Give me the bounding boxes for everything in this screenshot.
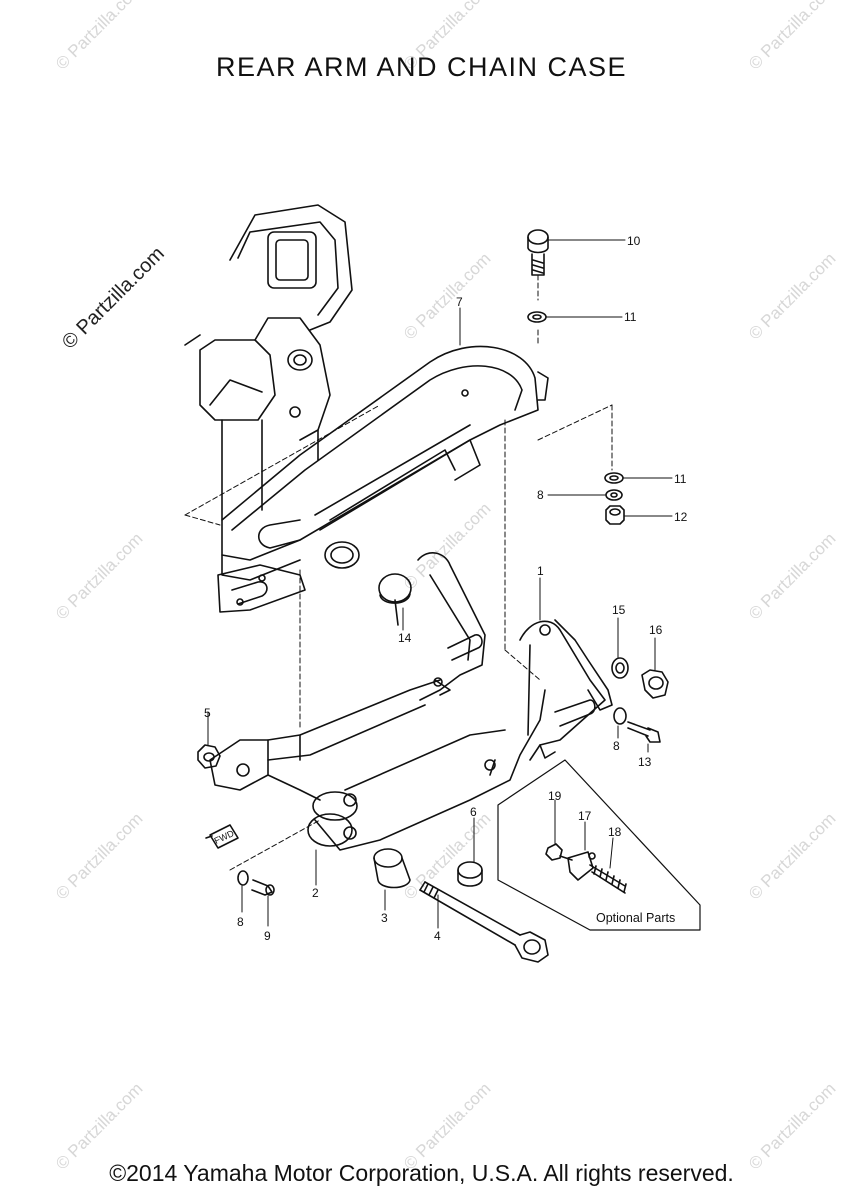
- collar-part: [373, 848, 411, 889]
- axle-nut-part: [197, 744, 221, 769]
- nut-stack: [604, 472, 625, 525]
- frame-outline: [184, 204, 353, 521]
- optional-parts-box: Optional Parts: [497, 759, 701, 931]
- callout-6: 6: [470, 805, 477, 819]
- callout-9: 9: [264, 929, 271, 943]
- copyright-footer: ©2014 Yamaha Motor Corporation, U.S.A. A…: [109, 1160, 734, 1186]
- callout-8: 8: [537, 488, 544, 502]
- cap-part: [457, 861, 483, 887]
- callout-18: 18: [608, 825, 622, 839]
- callout-4: 4: [434, 929, 441, 943]
- callout-15: 15: [612, 603, 626, 617]
- callout-10: 10: [627, 234, 641, 248]
- optional-parts-label: Optional Parts: [596, 911, 675, 925]
- bolt-part: [527, 229, 549, 323]
- callout-1: 1: [537, 564, 544, 578]
- small-bolt-part: [237, 870, 275, 896]
- rear-arm: [209, 552, 613, 851]
- callout-8: 8: [613, 739, 620, 753]
- callout-leaders: [207, 239, 673, 929]
- callout-3: 3: [381, 911, 388, 925]
- grommet-part: [378, 573, 412, 626]
- callout-2: 2: [312, 886, 319, 900]
- long-bolt-part: [419, 881, 549, 963]
- callout-5: 5: [204, 706, 211, 720]
- callout-12: 12: [674, 510, 688, 524]
- cap-nut-part: [611, 657, 669, 699]
- diagram-title: REAR ARM AND CHAIN CASE: [215, 52, 628, 82]
- callout-11: 11: [624, 310, 637, 324]
- adjuster-bolt-part: [613, 707, 661, 743]
- callout-16: 16: [649, 623, 663, 637]
- chain-case: [217, 345, 549, 613]
- callout-14: 14: [398, 631, 412, 645]
- callout-8: 8: [237, 915, 244, 929]
- callout-13: 13: [638, 755, 652, 769]
- callout-numbers: 10 11 11 8 12 7 1 15 16 14 5 8 13 6 19 1…: [204, 234, 688, 943]
- leader-lines: [184, 274, 613, 871]
- fwd-arrow: FWD: [205, 824, 239, 849]
- callout-17: 17: [578, 809, 592, 823]
- callout-19: 19: [548, 789, 562, 803]
- callout-7: 7: [456, 295, 463, 309]
- fwd-label: FWD: [213, 828, 236, 846]
- callout-11: 11: [674, 472, 687, 486]
